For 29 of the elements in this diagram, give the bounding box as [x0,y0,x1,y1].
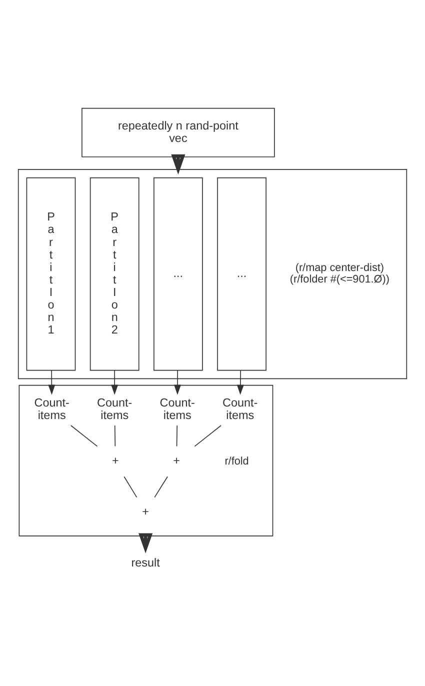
node-text: result [131,556,160,570]
node-text: Count- items [34,396,70,422]
arrow [138,532,153,553]
node-text: Count- items [97,396,132,422]
connector [154,476,168,498]
node-box: ... [154,176,203,370]
arrow [111,369,118,394]
arrow [174,369,182,394]
node-label: (r/map center-dist) [295,262,384,274]
arrow [48,369,56,394]
node-box: P a r t i t I o n 1 [26,176,76,370]
node-label: r/fold [224,454,249,467]
connector [176,424,178,446]
cluster [18,168,408,379]
connector [194,424,222,446]
arrow [236,369,244,394]
node-label: (r/folder #(<=901.Ø)) [290,273,390,286]
connector [124,476,138,498]
node-text: + [173,454,180,468]
node-text: Count- items [160,396,195,422]
node-text: + [142,505,149,518]
arrow [171,154,186,174]
node-text: + [112,454,119,468]
node-box: repeatedly n rand-point vec [82,107,275,157]
node-box: P a r t i t I o n 2 [90,176,140,370]
connector [114,424,116,446]
connector [70,424,98,446]
node-box: ... [217,176,266,370]
node-text: Count- items [222,396,258,422]
